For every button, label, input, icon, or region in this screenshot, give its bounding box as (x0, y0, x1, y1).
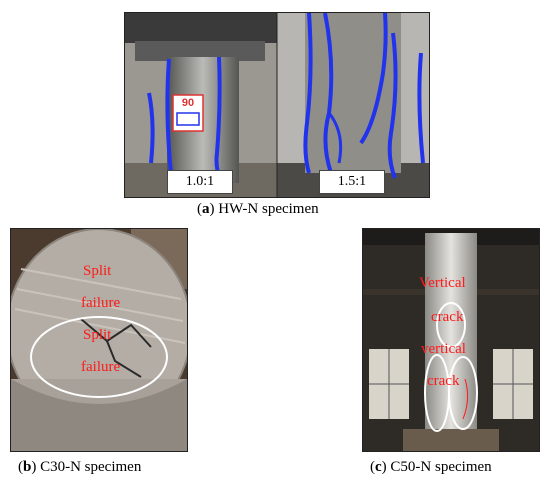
panel-c-photo-drawing (363, 229, 539, 451)
annotation-split-1: Split (83, 263, 112, 279)
caption-text-a: HW-N specimen (218, 201, 319, 217)
panel-b-photo: Split failure Split failure (10, 228, 188, 452)
annotation-vertical-2: vertical (421, 341, 466, 357)
annotation-crack-1: crack (431, 309, 464, 325)
caption-text-c: C50-N specimen (390, 459, 492, 475)
ratio-label-left: 1.0:1 (167, 170, 233, 194)
specimen-tag-number: 90 (181, 97, 195, 109)
caption-text-b: C30-N specimen (40, 459, 142, 475)
caption-letter-c: c (375, 459, 382, 475)
annotation-vertical-1: Vertical (419, 275, 466, 291)
panel-c-photo: Vertical crack vertical crack (362, 228, 540, 452)
annotation-failure-1: failure (81, 295, 121, 311)
caption-panel-b: (b) C30-N specimen (18, 459, 142, 475)
caption-panel-c: (c) C50-N specimen (370, 459, 492, 475)
caption-panel-a: (a) HW-N specimen (197, 201, 319, 217)
panel-b-photo-drawing (11, 229, 187, 451)
annotation-crack-2: crack (427, 373, 460, 389)
caption-letter-a: a (202, 201, 210, 217)
panel-a-photo: 90 1.0:1 1.5:1 (124, 12, 430, 198)
annotation-failure-2: failure (81, 359, 121, 375)
annotation-split-2: Split (83, 327, 112, 343)
panel-a-photo-drawing (125, 13, 429, 197)
ratio-label-right: 1.5:1 (319, 170, 385, 194)
caption-letter-b: b (23, 459, 32, 475)
